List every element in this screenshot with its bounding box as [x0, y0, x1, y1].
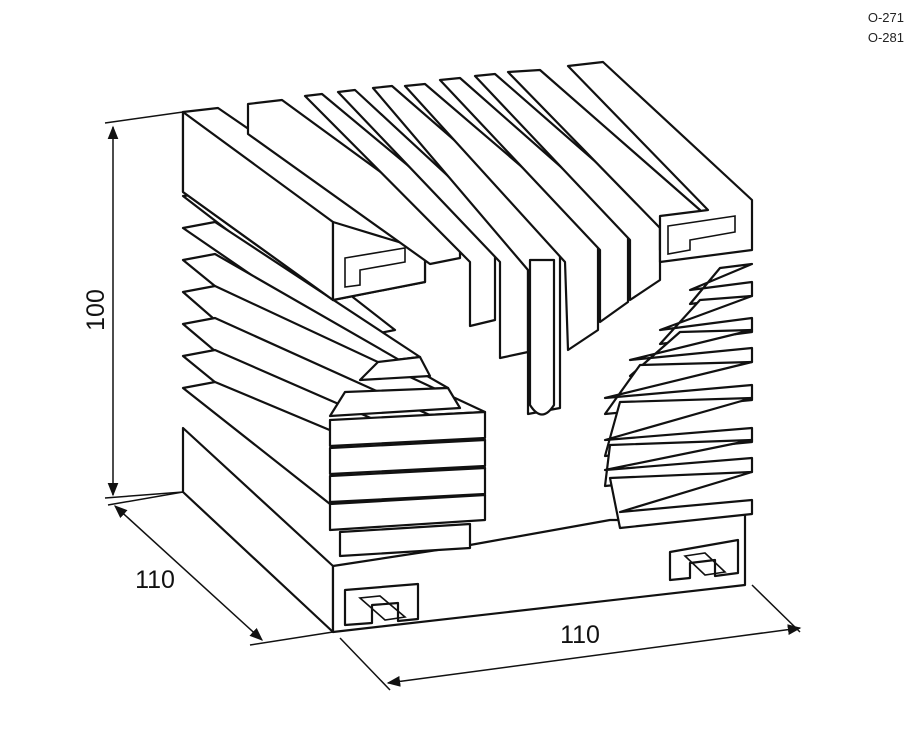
height-dimension-label: 100: [82, 289, 110, 331]
part-code-1: O-271: [867, 10, 904, 25]
left-fin-stack: [181, 190, 487, 558]
right-top-rail: [566, 60, 754, 264]
center-fin-group: [246, 68, 702, 416]
dimension-height: 100: [82, 111, 184, 499]
width-dimension-label: 110: [560, 621, 600, 649]
dimension-width: 110: [339, 584, 802, 691]
part-code-2: O-281: [867, 30, 904, 45]
depth-dimension-label: 110: [135, 566, 175, 594]
part-code-labels: O-271 O-281: [868, 8, 904, 48]
dimension-depth: 110: [107, 491, 334, 646]
right-fin-stack: [603, 262, 754, 530]
left-top-rail: [181, 106, 427, 302]
